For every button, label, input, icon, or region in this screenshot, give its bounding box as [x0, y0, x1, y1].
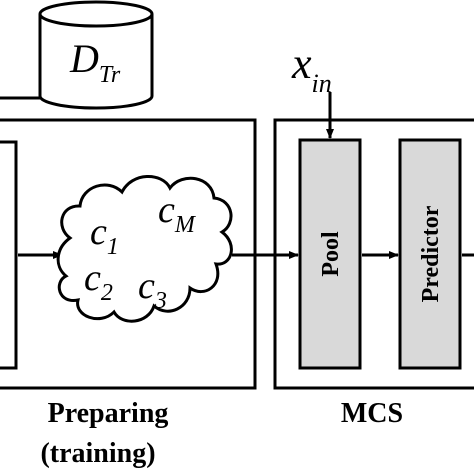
left-module-partial: [0, 140, 18, 370]
pool-module: [298, 138, 362, 370]
input-label: xin: [291, 39, 332, 98]
classifier-c1: c1: [90, 211, 119, 260]
mcs-caption: MCS: [341, 398, 403, 429]
pool-label: Pool: [318, 231, 344, 277]
predictor-label: Predictor: [418, 205, 444, 302]
predictor-module: [398, 138, 462, 370]
database-label: DTr: [69, 36, 121, 88]
cloud-outline: [56, 175, 233, 323]
database-body: [38, 14, 154, 110]
mcs-box: [273, 118, 474, 390]
preparing-caption-line1: Preparing: [48, 398, 169, 429]
database-top: [38, 0, 154, 28]
classifier-cloud: c1 cM c2 c3: [56, 175, 233, 323]
training-database: DTr: [38, 0, 154, 110]
preparing-caption-line2: (training): [40, 438, 155, 469]
classifier-c3: c3: [138, 265, 167, 314]
classifier-c2: c2: [84, 257, 113, 306]
classifier-cM: cM: [158, 189, 197, 238]
